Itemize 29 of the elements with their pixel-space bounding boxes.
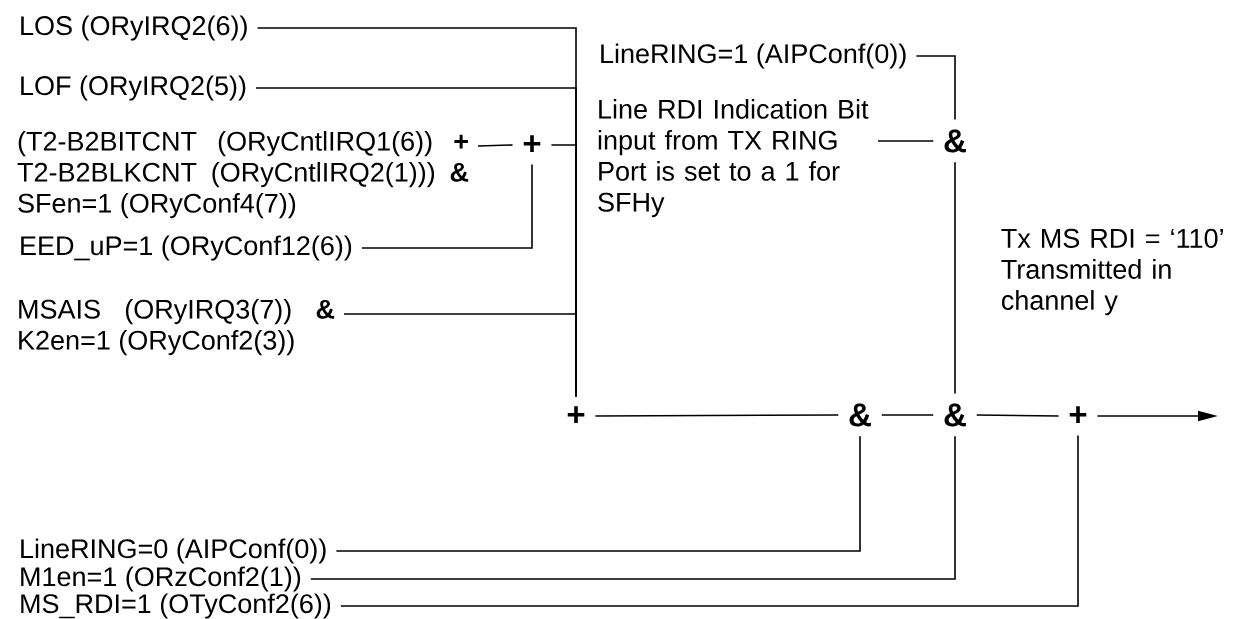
connector-line <box>877 140 935 142</box>
signal-label: (T2-B2BITCNT (ORyCntlIRQ1(6)) + T2-B2BLKCNT (ORyCntlIRQ2(1))) & SFen=1 (ORyConf4(7)) <box>17 131 469 219</box>
logic-gate-symbol: + <box>567 406 585 424</box>
connector-line <box>594 414 840 417</box>
connector-line <box>343 313 577 398</box>
signal-label: LineRING=1 (AIPConf(0)) <box>601 43 906 69</box>
connector-line <box>477 144 514 147</box>
signal-label: MSAIS (ORyIRQ3(7)) & K2en=1 (ORyConf2(3)) <box>19 299 335 356</box>
connector-line <box>335 435 861 552</box>
connector-line <box>361 163 533 249</box>
connector-line <box>880 414 935 416</box>
signal-label: LOF (ORyIRQ2(5)) <box>21 75 246 101</box>
connector-line <box>310 435 956 580</box>
connector-line <box>975 414 1060 417</box>
logic-gate-symbol: + <box>523 135 541 153</box>
signal-label: LineRING=0 (AIPConf(0)) <box>21 538 326 564</box>
logic-gate-symbol: & <box>944 403 966 427</box>
logic-gate-symbol: + <box>1069 406 1087 424</box>
connector-line <box>954 161 956 395</box>
signal-label: LOS (ORyIRQ2(6)) <box>21 15 247 41</box>
signal-label: Line RDI Indication Bit input from TX RING Port is set to a 1 for SFHy <box>598 99 869 218</box>
logic-gate-symbol: & <box>944 129 966 153</box>
connector-line <box>340 434 1079 607</box>
connector-line <box>915 55 956 121</box>
signal-label: M1en=1 (ORzConf2(1)) <box>21 566 301 592</box>
logic-gate-symbol: & <box>849 403 871 427</box>
signal-label: MS_RDI=1 (OTyConf2(6)) <box>21 593 331 619</box>
signal-label: EED_uP=1 (ORyConf12(6)) <box>21 235 352 261</box>
output-label: Tx MS RDI = ‘110’ Transmitted in channel y <box>1001 228 1223 316</box>
